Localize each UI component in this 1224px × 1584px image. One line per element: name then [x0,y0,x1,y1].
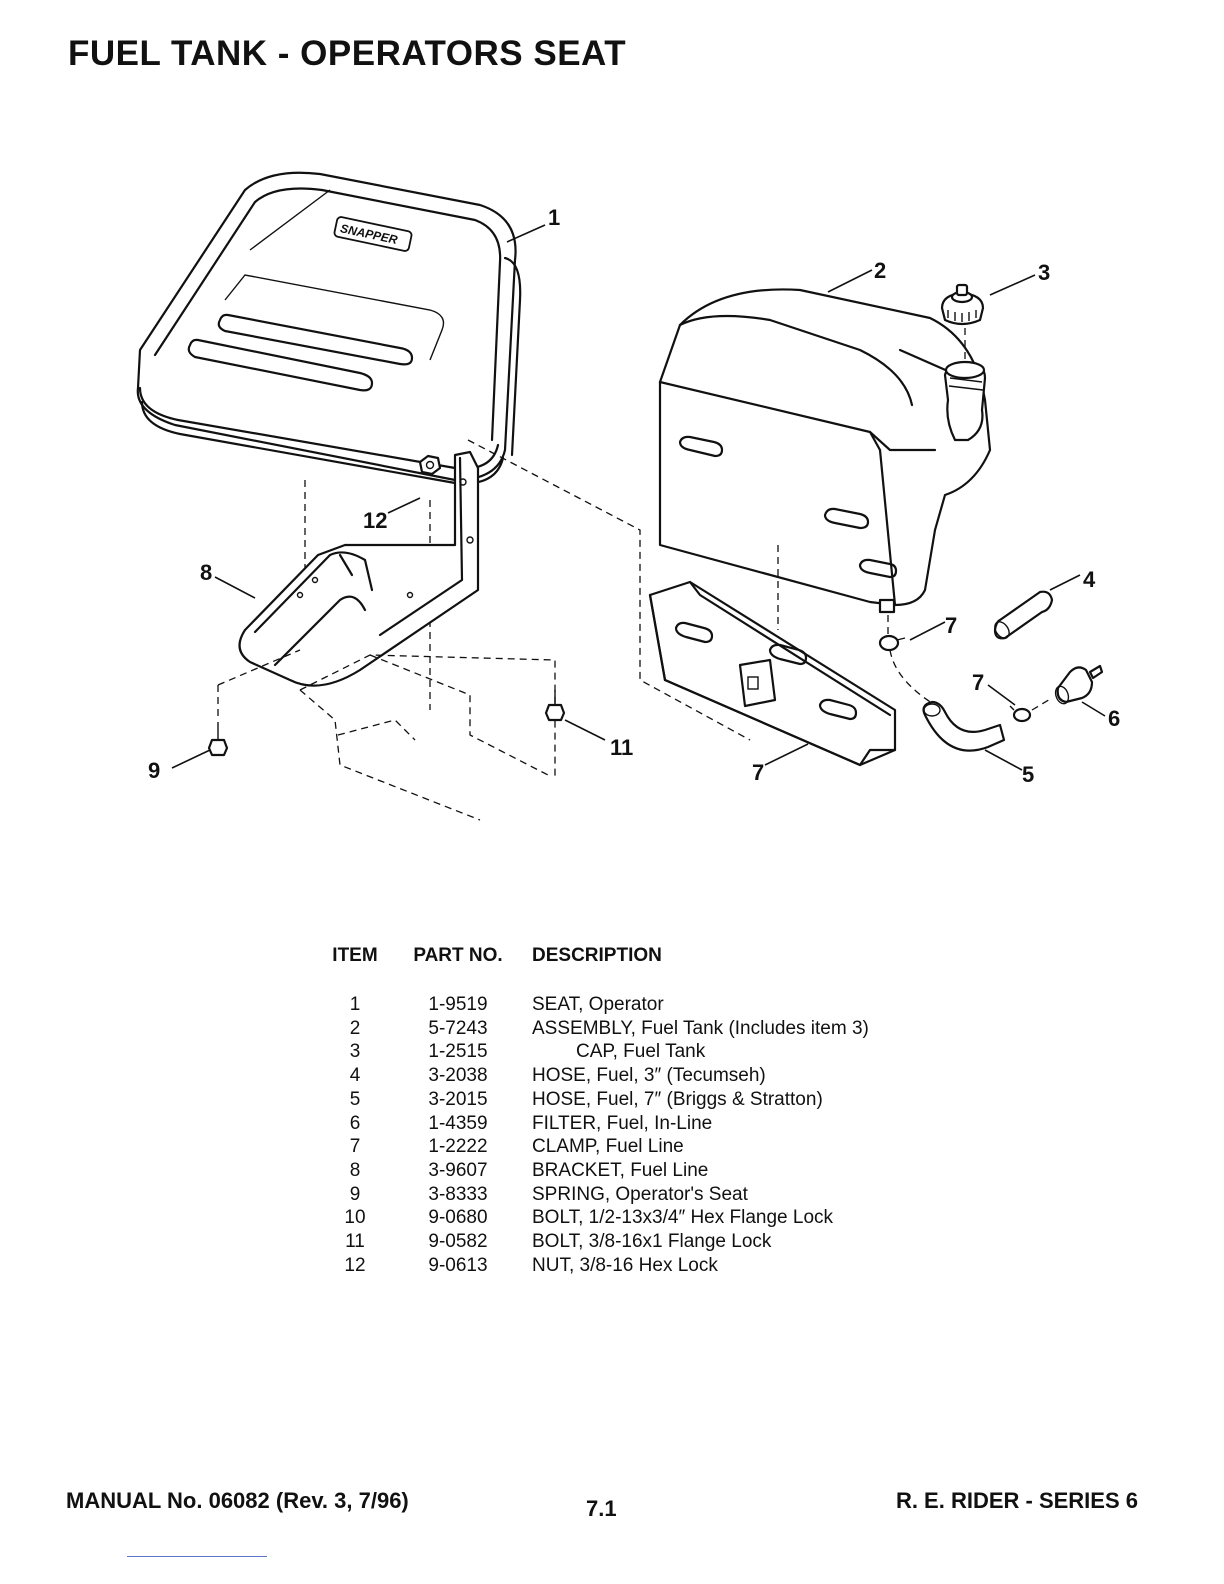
callout-4: 4 [1083,567,1096,592]
callout-3: 3 [1038,260,1050,285]
row-part-no: 5-7243 [428,1017,488,1039]
footer-series: R. E. RIDER - SERIES 6 [895,1488,1138,1513]
row-description: CLAMP, Fuel Line [532,1136,684,1158]
header-part-no: PART NO. [413,945,503,966]
callout-11: 11 [610,735,633,760]
divider-line [127,1556,267,1557]
footer-manual-number: MANUAL No. 06082 (Rev. 3, 7/96) [66,1488,409,1513]
fuel-tank-drawing: 2 [658,258,992,614]
header-description: DESCRIPTION [532,945,662,966]
row-part-no: 9-0582 [428,1231,488,1253]
table-row: 10 9-0680 BOLT, 1/2-13x3/4″ Hex Flange L… [312,1206,869,1230]
row-description: FILTER, Fuel, In-Line [532,1112,713,1134]
bolt-11-drawing: 11 [544,690,633,760]
row-description: HOSE, Fuel, 3″ (Tecumseh) [532,1065,766,1087]
row-item: 5 [349,1088,361,1110]
table-row: 3 1-2515 CAP, Fuel Tank [312,1040,869,1064]
table-row: 1 1-9519 SEAT, Operator [312,993,869,1017]
row-part-no: 3-8333 [428,1183,488,1205]
table-row: 8 3-9607 BRACKET, Fuel Line [312,1159,869,1183]
row-part-no: 1-4359 [428,1112,488,1134]
callout-10: 9 [148,758,160,783]
row-item: 3 [349,1041,361,1063]
row-item: 12 [344,1254,366,1276]
fuel-line-bracket-drawing: 7 [648,545,897,785]
callout-6: 6 [1108,706,1120,731]
callout-7-upper: 7 [945,613,957,638]
table-row: 4 3-2038 HOSE, Fuel, 3″ (Tecumseh) [312,1064,869,1088]
row-item: 2 [349,1017,361,1039]
table-row: 12 9-0613 NUT, 3/8-16 Hex Lock [312,1254,869,1278]
row-part-no: 3-9607 [428,1159,488,1181]
callout-1: 1 [548,205,560,230]
row-part-no: 9-0680 [428,1207,488,1229]
table-row: 2 5-7243 ASSEMBLY, Fuel Tank (Includes i… [312,1017,869,1041]
row-part-no: 1-2222 [428,1136,488,1158]
row-description: ASSEMBLY, Fuel Tank (Includes item 3) [532,1017,869,1039]
seat-drawing: SNAPPER 1 [136,171,560,485]
header-item: ITEM [332,945,378,966]
row-item: 9 [349,1183,361,1205]
row-description: HOSE, Fuel, 7″ (Briggs & Stratton) [532,1088,823,1110]
row-item: 10 [344,1207,366,1229]
page-title: FUEL TANK - OPERATORS SEAT [68,34,627,73]
row-item: 8 [349,1159,361,1181]
table-row: 5 3-2015 HOSE, Fuel, 7″ (Briggs & Stratt… [312,1088,869,1112]
footer-page-number: 7.1 [586,1496,617,1521]
table-row: 11 9-0582 BOLT, 3/8-16x1 Flange Lock [312,1230,869,1254]
row-description: BOLT, 3/8-16x1 Flange Lock [532,1231,772,1253]
row-item: 1 [349,994,361,1015]
fuel-cap-drawing: 3 [940,260,1050,360]
clamp-upper-drawing: 7 [878,613,957,652]
row-part-no: 9-0613 [428,1254,488,1276]
table-row: 9 3-8333 SPRING, Operator's Seat [312,1183,869,1207]
callout-8: 7 [752,760,764,785]
parts-list-header-row: ITEM PART NO. DESCRIPTION [312,945,869,993]
row-item: 11 [345,1231,365,1253]
parts-list-table: ITEM PART NO. DESCRIPTION 1 1-9519 SEAT,… [312,945,869,1277]
table-row: 7 1-2222 CLAMP, Fuel Line [312,1135,869,1159]
row-part-no: 1-9519 [428,994,488,1015]
callout-12: 12 [363,508,387,533]
table-row: 6 1-4359 FILTER, Fuel, In-Line [312,1112,869,1136]
row-item: 4 [349,1065,361,1087]
row-item: 7 [349,1136,361,1158]
bolt-10-drawing: 9 [148,722,229,783]
clamp-lower-drawing: 7 [972,670,1053,723]
row-part-no: 1-2515 [428,1041,488,1063]
fuel-filter-drawing: 6 [1054,664,1120,731]
callout-9: 8 [200,560,212,585]
row-part-no: 3-2038 [428,1065,488,1087]
callout-2: 2 [874,258,886,283]
row-description: BRACKET, Fuel Line [532,1159,709,1181]
row-description: BOLT, 1/2-13x3/4″ Hex Flange Lock [532,1207,834,1229]
exploded-parts-diagram: SNAPPER 1 12 8 9 [136,171,1120,821]
nut-drawing: 12 [363,454,442,533]
row-item: 6 [349,1112,361,1134]
callout-7-lower: 7 [972,670,984,695]
row-description: SPRING, Operator's Seat [532,1183,748,1205]
row-description: CAP, Fuel Tank [576,1041,706,1063]
row-part-no: 3-2015 [428,1088,488,1110]
callout-5: 5 [1022,762,1034,787]
hose-3in-drawing: 4 [993,567,1096,640]
seat-spring-drawing: 8 [200,450,480,687]
hose-7in-drawing: 5 [889,649,1034,787]
row-description: SEAT, Operator [532,994,664,1015]
row-description: NUT, 3/8-16 Hex Lock [532,1254,718,1276]
